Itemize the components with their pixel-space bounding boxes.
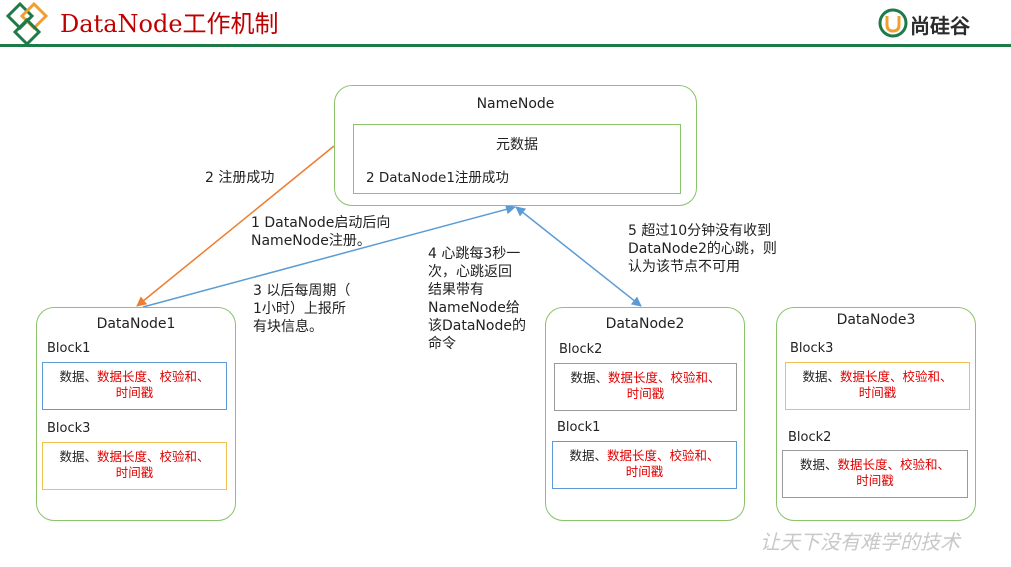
block-content-line-1: 数据、数据长度、校验和、 xyxy=(43,449,226,465)
block-label: Block2 xyxy=(788,430,832,445)
brand-logo: 尚硅谷 xyxy=(878,8,998,40)
annotation-line: NameNode注册。 xyxy=(251,233,371,249)
block-label: Block3 xyxy=(47,421,91,436)
annotation-line: 认为该节点不可用 xyxy=(628,259,740,275)
metadata-box: 元数据 2 DataNode1注册成功 xyxy=(353,124,681,194)
brand-name: 尚硅谷 xyxy=(910,14,970,38)
block-data-text: 数据、 xyxy=(802,369,840,384)
block-content-line-1: 数据、数据长度、校验和、 xyxy=(555,370,736,386)
block-content-line-1: 数据、数据长度、校验和、 xyxy=(553,448,736,464)
annotation-line: 次，心跳返回 xyxy=(428,264,512,280)
annotation-startup-register: 1 DataNode启动后向 NameNode注册。 xyxy=(251,214,390,250)
datanode-3: DataNode3 Block3 数据、数据长度、校验和、 时间戳 Block2… xyxy=(776,307,976,521)
block-length-text: 数据长度、 xyxy=(96,369,160,384)
block-length-text: 数据长度、 xyxy=(837,457,900,472)
brand-u-icon xyxy=(878,8,908,38)
datanode-3-title: DataNode3 xyxy=(836,312,916,328)
block-length-text: 数据长度、 xyxy=(839,369,903,384)
annotation-timeout: 5 超过10分钟没有收到 DataNode2的心跳，则 认为该节点不可用 xyxy=(628,222,777,276)
annotation-line: 该DataNode的 xyxy=(428,318,526,334)
annotation-line: 有块信息。 xyxy=(253,319,323,335)
block-content-line-1: 数据、数据长度、校验和、 xyxy=(43,369,226,385)
block-content-line-1: 数据、数据长度、校验和、 xyxy=(786,369,969,385)
metadata-title: 元数据 xyxy=(496,137,538,153)
annotation-line: 结果带有 xyxy=(428,282,484,298)
block-data-text: 数据、 xyxy=(570,370,608,385)
annotation-line: 3 以后每周期（ xyxy=(253,283,351,299)
block-length-text: 数据长度、 xyxy=(607,370,671,385)
block-timestamp-text: 时间戳 xyxy=(626,386,665,401)
header-divider xyxy=(0,44,1011,47)
datanode-2-title: DataNode2 xyxy=(605,316,685,332)
block-box: 数据、数据长度、校验和、 时间戳 xyxy=(782,450,968,498)
block-box: 数据、数据长度、校验和、 时间戳 xyxy=(554,363,737,411)
block-checksum-text: 校验和、 xyxy=(902,369,953,384)
annotation-line: 5 超过10分钟没有收到 xyxy=(628,223,772,239)
namenode-title: NameNode xyxy=(476,96,555,112)
block-length-text: 数据长度、 xyxy=(606,448,670,463)
annotation-heartbeat: 4 心跳每3秒一 次，心跳返回 结果带有 NameNode给 该DataNode… xyxy=(428,245,526,353)
block-label: Block3 xyxy=(790,341,834,356)
block-label: Block2 xyxy=(559,342,603,357)
block-box: 数据、数据长度、校验和、 时间戳 xyxy=(42,362,227,410)
metadata-note: 2 DataNode1注册成功 xyxy=(366,170,509,186)
block-box: 数据、数据长度、校验和、 时间戳 xyxy=(785,362,970,410)
block-checksum-text: 校验和、 xyxy=(900,457,951,472)
datanode-1: DataNode1 Block1 数据、数据长度、校验和、 时间戳 Block3… xyxy=(36,307,236,521)
block-label: Block1 xyxy=(47,341,91,356)
register-request-arrow xyxy=(142,204,516,308)
watermark-slogan: 让天下没有难学的技术 xyxy=(760,530,960,554)
namenode: NameNode 元数据 2 DataNode1注册成功 xyxy=(334,85,697,206)
block-timestamp-text: 时间戳 xyxy=(115,465,154,480)
annotation-line: 1小时）上报所 xyxy=(253,301,346,317)
annotation-line: DataNode2的心跳，则 xyxy=(628,241,777,257)
block-checksum-text: 校验和、 xyxy=(159,449,210,464)
block-timestamp-text: 时间戳 xyxy=(625,464,664,479)
block-checksum-text: 校验和、 xyxy=(159,369,210,384)
annotation-register-success: 2 注册成功 xyxy=(205,170,275,186)
block-box: 数据、数据长度、校验和、 时间戳 xyxy=(42,442,227,490)
annotation-line: 命令 xyxy=(428,336,456,352)
register-success-arrow xyxy=(136,145,335,307)
block-checksum-text: 校验和、 xyxy=(669,448,720,463)
block-box: 数据、数据长度、校验和、 时间戳 xyxy=(552,441,737,489)
annotation-periodic-report: 3 以后每周期（ 1小时）上报所 有块信息。 xyxy=(253,282,350,336)
block-checksum-text: 校验和、 xyxy=(670,370,721,385)
block-data-text: 数据、 xyxy=(59,369,97,384)
annotation-line: 1 DataNode启动后向 xyxy=(251,215,391,231)
annotation-line: NameNode给 xyxy=(428,300,520,316)
block-data-text: 数据、 xyxy=(59,449,97,464)
block-length-text: 数据长度、 xyxy=(96,449,160,464)
block-timestamp-text: 时间戳 xyxy=(115,385,154,400)
block-timestamp-text: 时间戳 xyxy=(858,385,897,400)
block-content-line-1: 数据、数据长度、校验和、 xyxy=(783,457,967,473)
datanode-1-title: DataNode1 xyxy=(96,316,176,332)
block-data-text: 数据、 xyxy=(799,457,838,472)
heartbeat-arrow xyxy=(515,206,642,307)
block-data-text: 数据、 xyxy=(569,448,607,463)
annotation-line: 4 心跳每3秒一 xyxy=(428,246,521,262)
block-timestamp-text: 时间戳 xyxy=(856,473,894,488)
datanode-2: DataNode2 Block2 数据、数据长度、校验和、 时间戳 Block1… xyxy=(545,307,745,521)
page-title: DataNode工作机制 xyxy=(60,10,279,38)
block-label: Block1 xyxy=(557,420,601,435)
